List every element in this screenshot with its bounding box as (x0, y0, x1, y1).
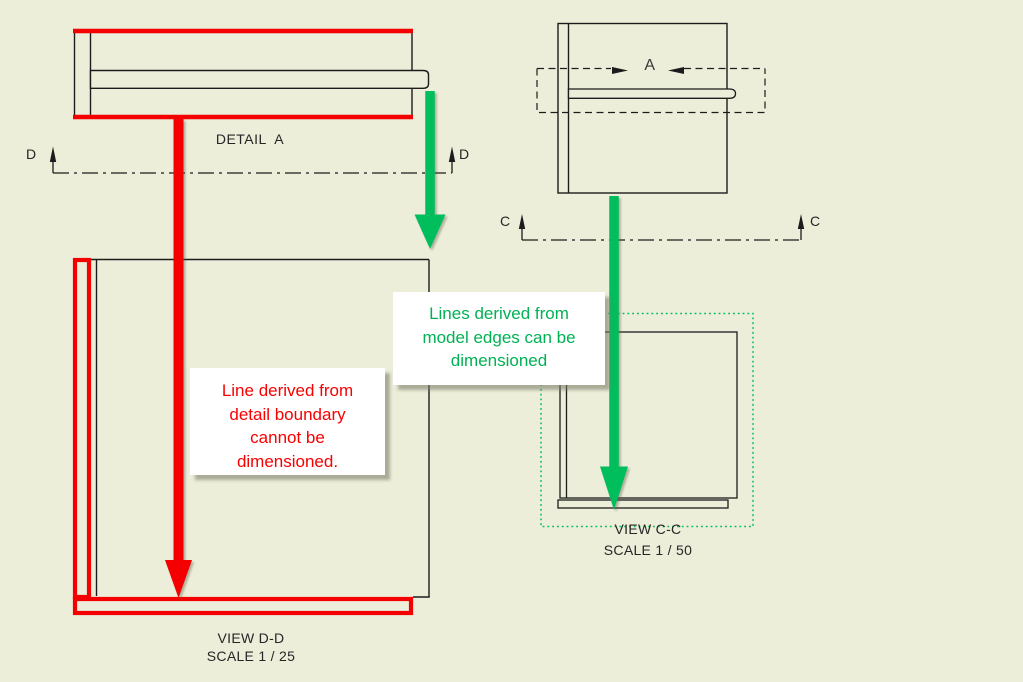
view-c-c-title: VIEW C-C (614, 521, 682, 537)
section-c-left-label: C (500, 213, 511, 229)
section-d-right-label: D (459, 146, 470, 162)
detail-a-view-geometry (73, 32, 430, 116)
detail-callout-arrow-right-icon (612, 67, 628, 74)
view-c-c-dotted-boundary (540, 312, 754, 528)
green-annotation-arrow-right (600, 196, 628, 510)
red-arrowhead-icon (165, 560, 192, 598)
green-note-callout: Lines derived from model edges can be di… (393, 292, 605, 385)
section-line-d-d (49, 146, 456, 174)
section-arrow-up-icon (448, 146, 456, 162)
view-d-d-caption: VIEW D-D SCALE 1 / 25 (161, 630, 341, 665)
section-line-c-c (518, 214, 805, 241)
section-arrow-up-icon (797, 214, 805, 229)
red-annotation-arrow (165, 119, 192, 598)
detail-callout-arrow-left-icon (668, 67, 684, 74)
section-c-right-label: C (810, 213, 821, 229)
green-arrowhead-icon (414, 214, 446, 249)
parent-view-geometry (557, 22, 728, 194)
view-c-c-caption: VIEW C-C SCALE 1 / 50 (558, 519, 738, 561)
red-note-callout: Line derived from detail boundary cannot… (190, 368, 385, 475)
detail-a-red-boundary-lines (73, 28, 413, 120)
view-d-d-scale: SCALE 1 / 25 (206, 647, 296, 664)
detail-a-boundary-dashed (536, 67, 766, 114)
section-arrow-up-icon (49, 146, 57, 162)
detail-callout-label: A (644, 57, 656, 74)
detail-a-label: DETAIL A (215, 131, 285, 147)
section-d-left-label: D (26, 146, 37, 162)
view-c-c-scale: SCALE 1 / 50 (603, 542, 693, 558)
section-arrow-up-icon (518, 214, 526, 229)
green-annotation-arrow-left (414, 91, 446, 249)
view-d-d-title: VIEW D-D (217, 630, 285, 646)
model-edge-bar (567, 88, 737, 99)
model-edge-bar (89, 69, 430, 89)
view-d-d-red-boundary-lines (72, 257, 414, 616)
green-arrowhead-icon (600, 466, 628, 510)
